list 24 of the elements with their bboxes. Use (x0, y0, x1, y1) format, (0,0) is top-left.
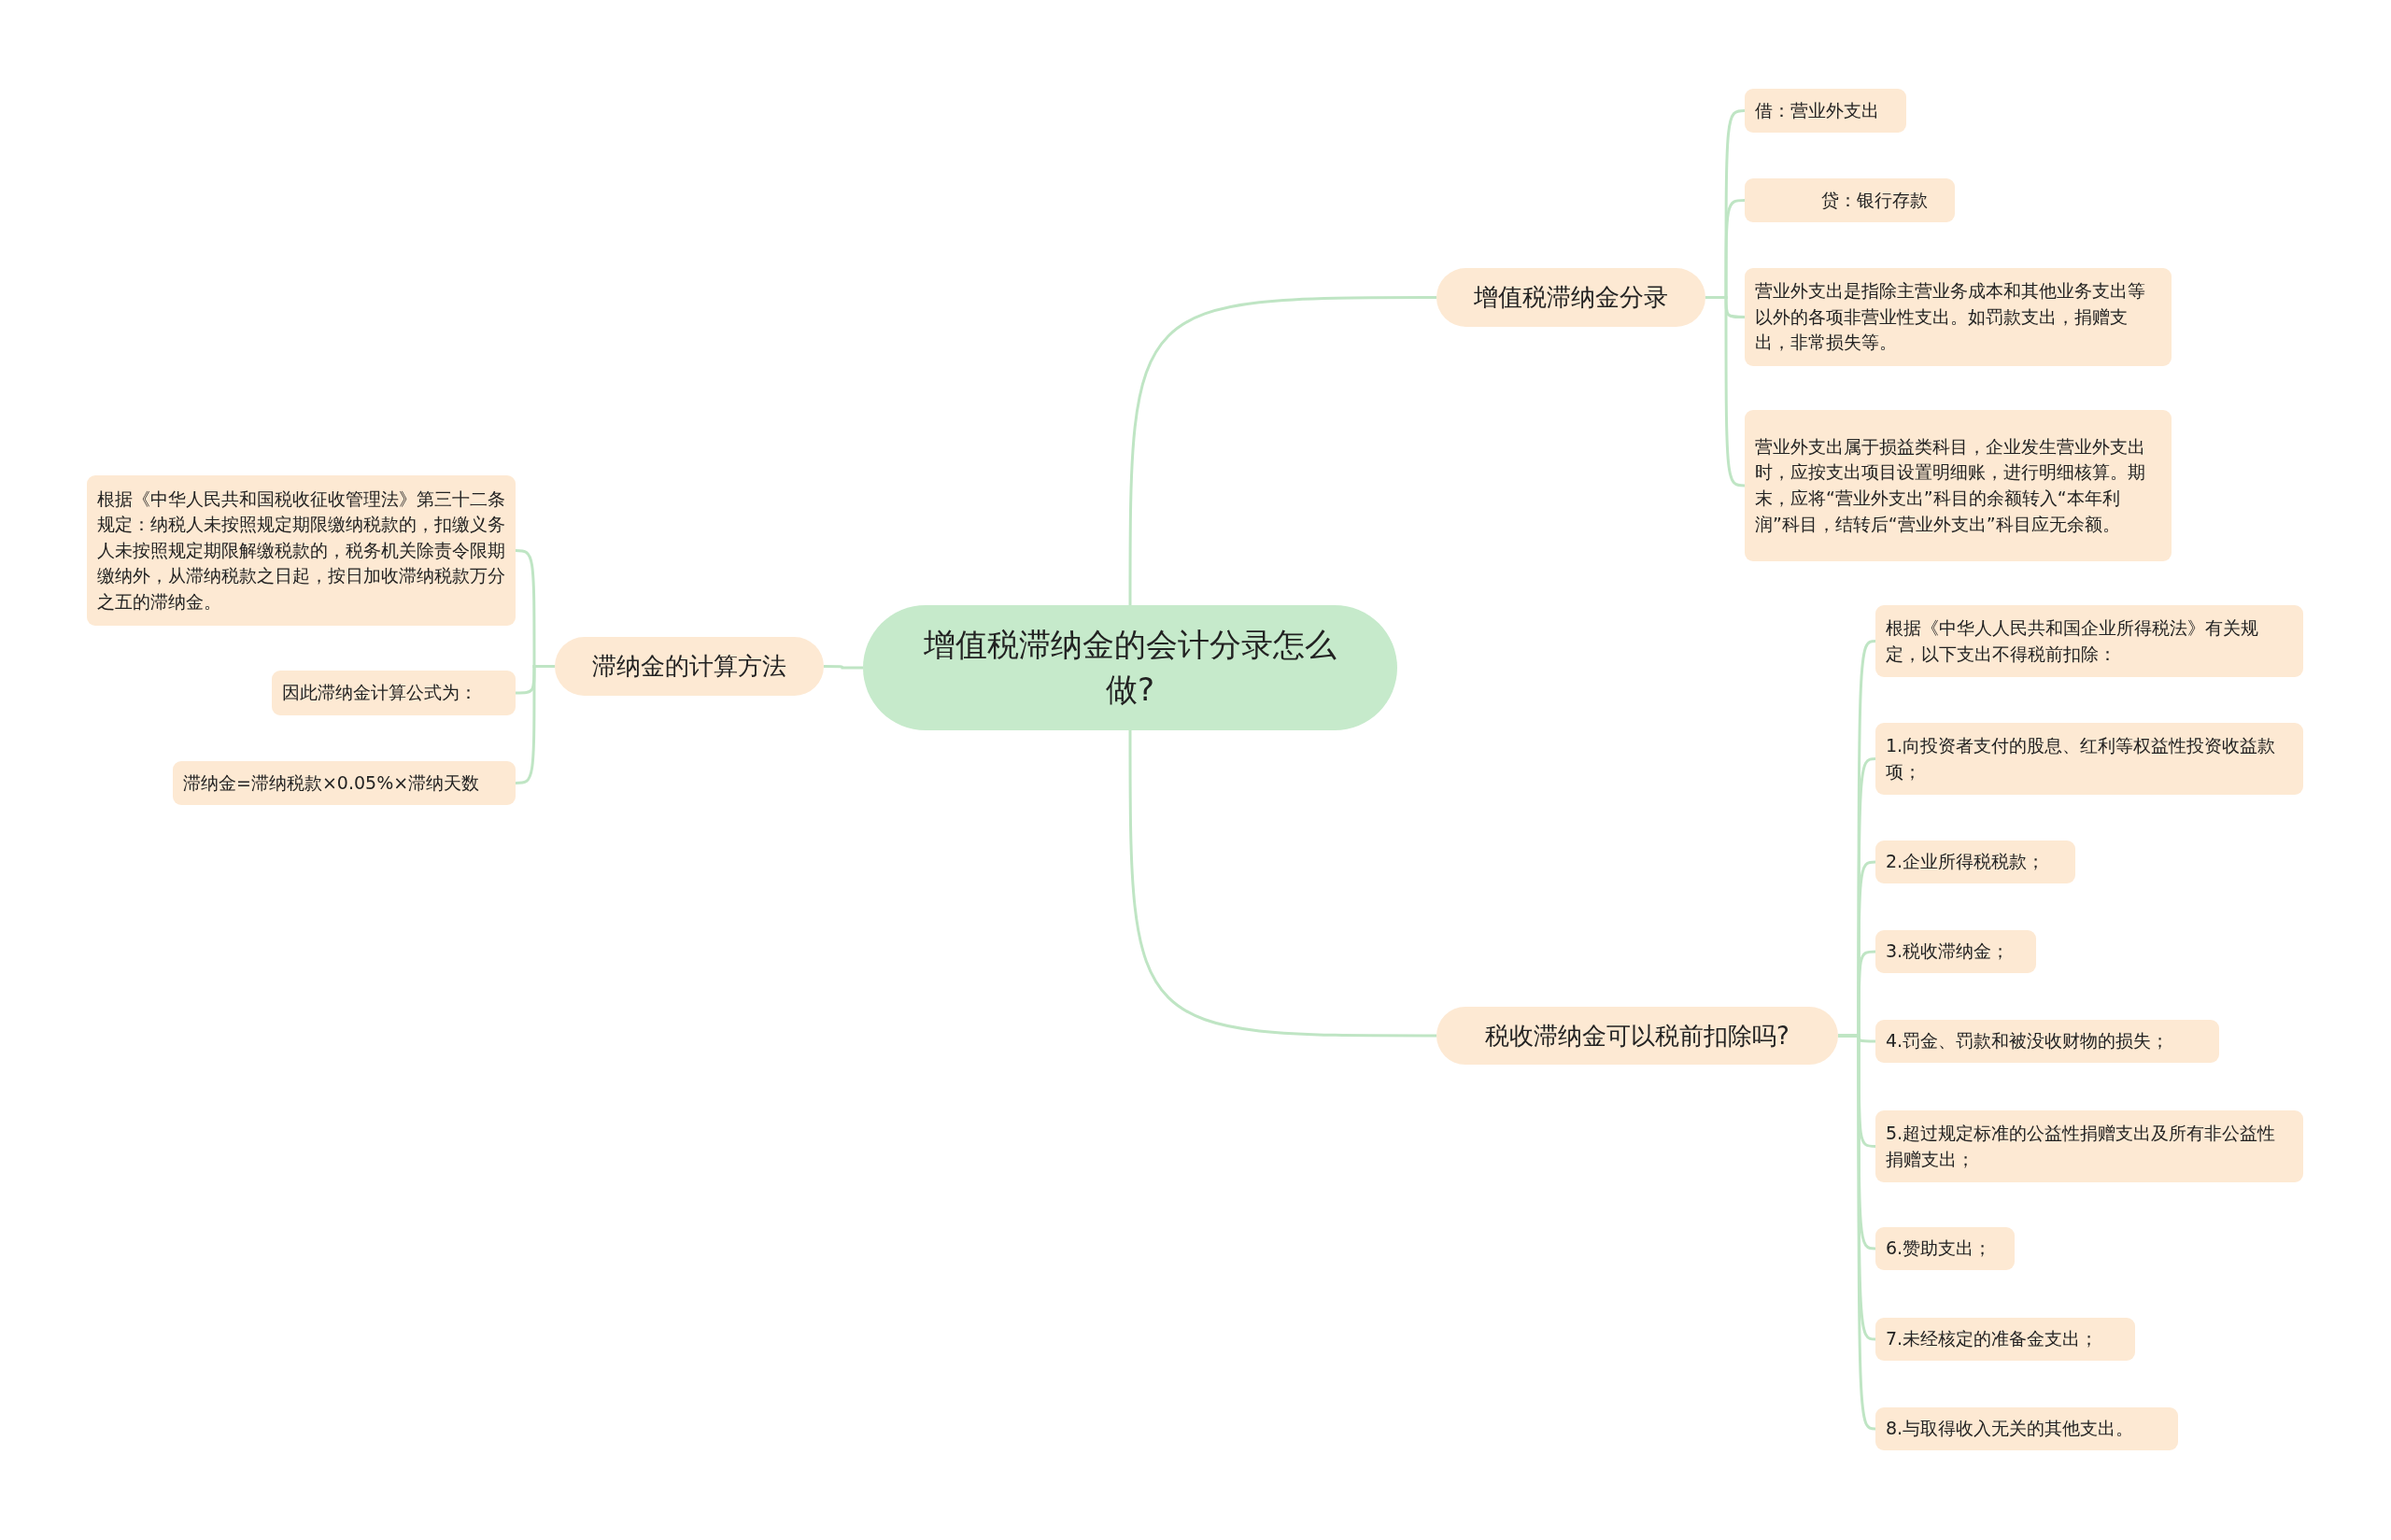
branch-topic: 滞纳金的计算方法 (555, 637, 824, 696)
subtopic-card: 营业外支出是指除主营业务成本和其他业务支出等以外的各项非营业性支出。如罚款支出，捐赠支出，非常损失等。 (1745, 268, 2172, 366)
subtopic-card: 贷：银行存款 (1745, 178, 1955, 222)
branch-topic: 税收滞纳金可以税前扣除吗? (1436, 1007, 1838, 1065)
subtopic-card: 7.未经核定的准备金支出； (1875, 1318, 2135, 1361)
subtopic-card: 营业外支出属于损益类科目，企业发生营业外支出时，应按支出项目设置明细账，进行明细核算。期末，应将“营业外支出”科目的余额转入“本年利润”科目，结转后“营业外支出”科目应无余额。 (1745, 410, 2172, 561)
connector-line (1705, 296, 1746, 487)
subtopic-card: 4.罚金、罚款和被没收财物的损失； (1875, 1020, 2219, 1063)
subtopic-card: 根据《中华人人民共和国企业所得税法》有关规定，以下支出不得税前扣除： (1875, 605, 2303, 677)
subtopic-card: 根据《中华人民共和国税收征收管理法》第三十二条规定：纳税人未按照规定期限缴纳税款的，扣缴义务人未按照规定期限解缴税款的，税务机关除责令限期缴纳外，从滞纳税款之日起，按日加收滞纳税款万分之五的滞纳金。 (87, 475, 516, 626)
subtopic-card: 2.企业所得税税款； (1875, 841, 2075, 883)
connector-line (1128, 296, 1436, 605)
subtopic-card: 5.超过规定标准的公益性捐赠支出及所有非公益性捐赠支出； (1875, 1110, 2303, 1182)
subtopic-card: 因此滞纳金计算公式为： (272, 671, 516, 715)
connector-line (1128, 730, 1436, 1038)
subtopic-card: 1.向投资者支付的股息、红利等权益性投资收益款项； (1875, 723, 2303, 795)
connector-line (824, 665, 863, 670)
subtopic-card: 3.税收滞纳金； (1875, 930, 2036, 973)
subtopic-card: 6.赞助支出； (1875, 1227, 2015, 1270)
branch-topic: 增值税滞纳金分录 (1436, 268, 1705, 327)
central-topic: 增值税滞纳金的会计分录怎么做? (863, 605, 1397, 730)
subtopic-card: 8.与取得收入无关的其他支出。 (1875, 1407, 2178, 1450)
subtopic-card: 滞纳金=滞纳税款×0.05%×滞纳天数 (173, 761, 516, 805)
subtopic-card: 借：营业外支出 (1745, 89, 1906, 133)
